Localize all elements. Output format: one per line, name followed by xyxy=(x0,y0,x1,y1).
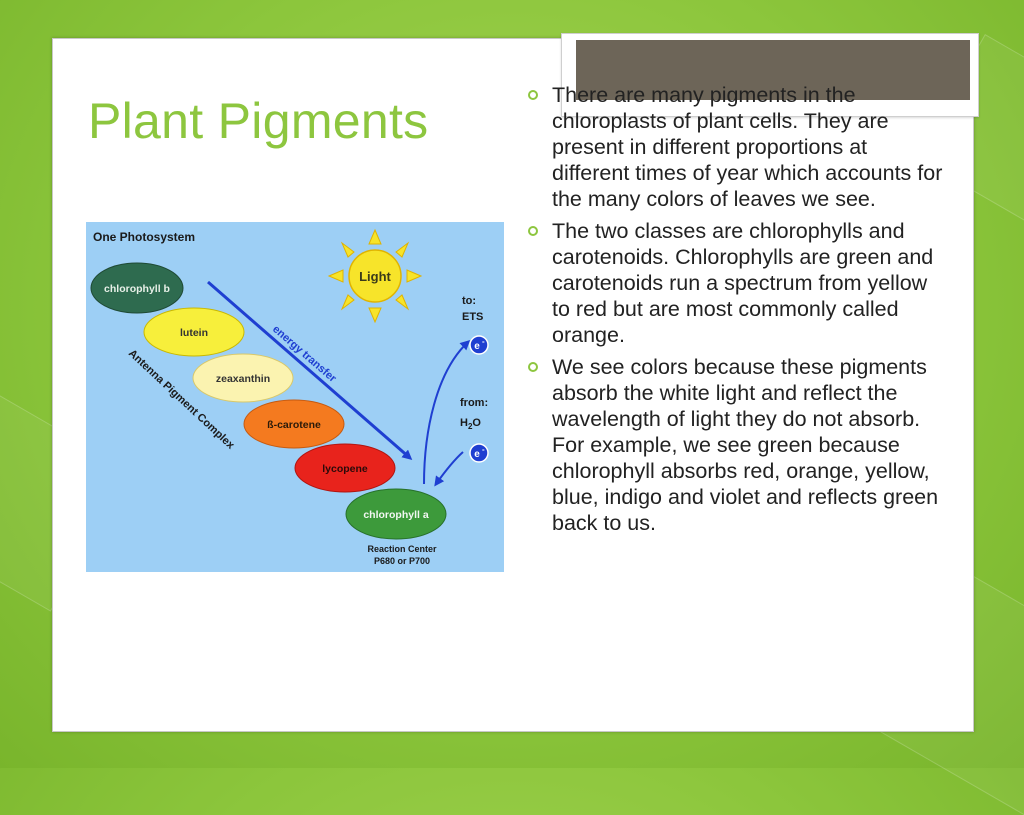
pigment-label: lutein xyxy=(180,327,208,339)
photosystem-diagram: One Photosystem Light energy transfer An… xyxy=(86,222,504,572)
bullet-icon xyxy=(528,226,538,236)
pigment-chlorophyll-a: chlorophyll a xyxy=(345,488,447,540)
pigment-label: ß-carotene xyxy=(267,419,321,431)
ets-label: ETS xyxy=(462,311,483,323)
electron-out-arrow xyxy=(423,339,471,485)
energy-transfer-arrow xyxy=(207,280,413,460)
slide-title: Plant Pigments xyxy=(88,93,429,149)
bullet-item: There are many pigments in the chloropla… xyxy=(528,82,948,212)
bullet-text: There are many pigments in the chloropla… xyxy=(552,83,943,211)
pigment-label: chlorophyll b xyxy=(104,283,170,295)
bullet-icon xyxy=(528,362,538,372)
pigment-zeaxanthin: zeaxanthin xyxy=(192,353,294,403)
bullet-icon xyxy=(528,90,538,100)
bullet-item: The two classes are chlorophylls and car… xyxy=(528,218,948,348)
pigment-lycopene: lycopene xyxy=(294,443,396,493)
from-label: from: xyxy=(460,397,488,409)
pigment-chlorophyll-b: chlorophyll b xyxy=(90,262,184,314)
to-label: to: xyxy=(462,295,476,307)
pigment-label: chlorophyll a xyxy=(363,509,429,521)
diagram-heading: One Photosystem xyxy=(93,230,195,244)
header-tab xyxy=(561,33,979,117)
svg-text:e: e xyxy=(474,341,480,352)
electron-in-arrow xyxy=(434,451,464,487)
svg-text:e: e xyxy=(474,449,480,460)
reaction-center-sublabel: P680 or P700 xyxy=(374,556,430,566)
svg-text:-: - xyxy=(482,445,485,454)
pigment-lutein: lutein xyxy=(143,307,245,357)
bullet-text: The two classes are chlorophylls and car… xyxy=(552,219,934,347)
electron-icon: e - xyxy=(469,335,489,355)
header-tab-fill xyxy=(576,40,970,100)
bullet-item: We see colors because these pigments abs… xyxy=(528,354,948,536)
bullet-list: There are many pigments in the chloropla… xyxy=(528,82,948,542)
reaction-center-label: Reaction Center xyxy=(367,544,437,554)
bullet-text: We see colors because these pigments abs… xyxy=(552,355,939,535)
pigment-label: zeaxanthin xyxy=(216,373,270,385)
water-label: H2O xyxy=(460,417,481,431)
pigment-label: lycopene xyxy=(322,463,368,475)
sun-icon xyxy=(327,228,423,324)
svg-text:-: - xyxy=(482,337,485,346)
pigment-beta-carotene: ß-carotene xyxy=(243,399,345,449)
light-label: Light xyxy=(359,269,391,284)
electron-icon: e - xyxy=(469,443,489,463)
